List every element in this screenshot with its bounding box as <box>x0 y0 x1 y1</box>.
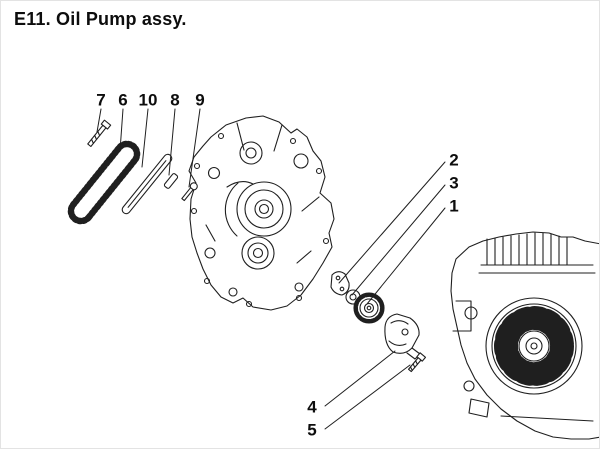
screw-9 <box>181 182 198 202</box>
gasket-2 <box>330 271 350 296</box>
part-number-callout: 9 <box>195 90 205 110</box>
chain-guide <box>121 153 173 215</box>
leader-lines <box>96 108 446 430</box>
crankcase-right-drawing <box>450 231 599 440</box>
bolt-5 <box>408 352 427 373</box>
part-number-callout: 8 <box>170 90 180 110</box>
part-number-callout: 2 <box>449 150 459 170</box>
part-number-callout: 7 <box>96 90 106 110</box>
part-number-callout: 4 <box>307 397 317 417</box>
bolt-7 <box>87 119 112 148</box>
part-number-callout: 1 <box>449 196 459 216</box>
part-number-callout: 10 <box>138 90 158 110</box>
page-title: E11. Oil Pump assy. <box>14 9 187 29</box>
part-number-callout: 3 <box>449 173 459 193</box>
part-number-callout: 5 <box>307 420 317 440</box>
part-number-callout: 6 <box>118 90 128 110</box>
oil-pump-chain <box>67 140 141 225</box>
sprocket-1 <box>353 292 385 324</box>
crankcase-center-drawing <box>188 115 335 311</box>
pump-cover-4 <box>384 313 421 360</box>
fan-blades <box>494 306 574 386</box>
pin-8 <box>163 173 179 189</box>
